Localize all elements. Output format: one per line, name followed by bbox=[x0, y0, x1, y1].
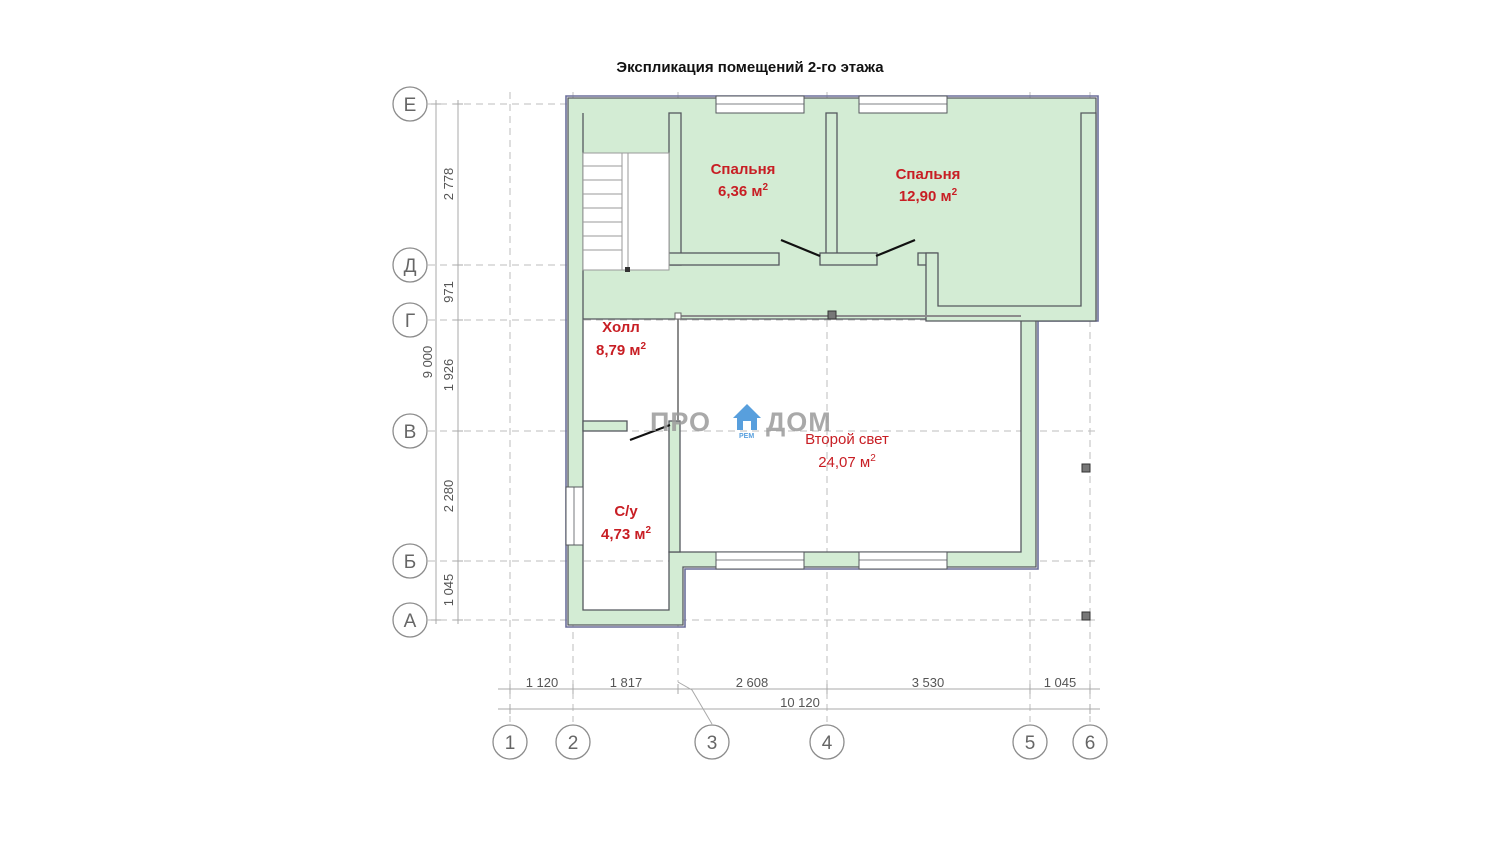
door bbox=[875, 238, 916, 258]
axis-marker-row: Е bbox=[392, 86, 428, 122]
axis-marker-row: Г bbox=[392, 302, 428, 338]
axis-marker-row: В bbox=[392, 413, 428, 449]
svg-text:6: 6 bbox=[1085, 733, 1096, 754]
horizontal-dimension: 1 045 bbox=[1044, 675, 1077, 690]
door bbox=[780, 238, 821, 258]
window bbox=[715, 95, 805, 114]
svg-text:5: 5 bbox=[1025, 733, 1036, 754]
svg-text:ПРО: ПРО bbox=[650, 407, 711, 437]
room-bathroom: С/у 4,73 м2 bbox=[601, 503, 651, 543]
svg-text:Е: Е bbox=[404, 95, 417, 116]
svg-text:12,90 м2: 12,90 м2 bbox=[899, 187, 958, 205]
vertical-dimension: 2 778 bbox=[441, 168, 456, 201]
vertical-dimension: 2 280 bbox=[441, 480, 456, 513]
room-labels: Спальня 6,36 м2 Спальня 12,90 м2 Холл 8,… bbox=[596, 161, 960, 543]
svg-text:ДОМ: ДОМ bbox=[766, 407, 832, 437]
axis-marker-column: 6 bbox=[1072, 724, 1108, 760]
svg-text:С/у: С/у bbox=[614, 503, 638, 520]
svg-text:Б: Б bbox=[404, 552, 416, 573]
axis-marker-row: Б bbox=[392, 543, 428, 579]
svg-text:Спальня: Спальня bbox=[711, 161, 776, 178]
window bbox=[858, 95, 948, 114]
column-markers bbox=[827, 310, 1091, 621]
door bbox=[629, 423, 671, 442]
vertical-dimension-lines bbox=[431, 100, 463, 624]
svg-text:6,36 м2: 6,36 м2 bbox=[718, 182, 768, 200]
axis-marker-column: 4 bbox=[809, 724, 845, 760]
column-axis-markers: 1 2 3 4 5 6 bbox=[492, 724, 1108, 760]
svg-text:РЕМ: РЕМ bbox=[739, 433, 754, 440]
horizontal-dimension: 3 530 bbox=[912, 675, 945, 690]
plan-title: Экспликация помещений 2-го этажа bbox=[616, 59, 884, 76]
room-bedroom-small: Спальня 6,36 м2 bbox=[711, 161, 776, 200]
axis-marker-column: 1 bbox=[492, 724, 528, 760]
svg-text:Д: Д bbox=[404, 256, 417, 277]
room-hall: Холл 8,79 м2 bbox=[596, 319, 646, 359]
svg-text:4: 4 bbox=[822, 733, 833, 754]
vertical-dimensions: 9 000 2 778 971 1 926 2 280 1 045 bbox=[420, 168, 456, 607]
svg-text:Холл: Холл bbox=[602, 319, 640, 336]
window bbox=[715, 551, 805, 570]
house-icon bbox=[733, 404, 761, 430]
horizontal-dimension-lines bbox=[498, 684, 1100, 714]
horizontal-dimension: 2 608 bbox=[736, 675, 769, 690]
svg-text:24,07 м2: 24,07 м2 bbox=[818, 453, 876, 471]
svg-text:А: А bbox=[404, 611, 417, 632]
svg-text:2: 2 bbox=[568, 733, 579, 754]
svg-text:8,79 м2: 8,79 м2 bbox=[596, 341, 646, 359]
axis-marker-column: 2 bbox=[555, 724, 591, 760]
axis-marker-column: 3 bbox=[694, 724, 730, 760]
horizontal-total-dimension: 10 120 bbox=[780, 695, 820, 710]
room-bedroom-large: Спальня 12,90 м2 bbox=[896, 166, 961, 205]
horizontal-dimension: 1 120 bbox=[526, 675, 559, 690]
svg-text:В: В bbox=[404, 422, 417, 443]
vertical-dimension: 971 bbox=[441, 281, 456, 303]
svg-text:Г: Г bbox=[405, 311, 415, 332]
window bbox=[858, 551, 948, 570]
axis-marker-column: 5 bbox=[1012, 724, 1048, 760]
svg-text:Спальня: Спальня bbox=[896, 166, 961, 183]
staircase bbox=[582, 152, 670, 272]
doors bbox=[629, 238, 916, 442]
axis-marker-row: Д bbox=[392, 247, 428, 283]
window bbox=[565, 486, 584, 546]
interior-walls bbox=[582, 112, 1097, 553]
svg-text:1: 1 bbox=[505, 733, 516, 754]
svg-text:4,73 м2: 4,73 м2 bbox=[601, 525, 651, 543]
axis-marker-row: А bbox=[392, 602, 428, 638]
svg-text:3: 3 bbox=[707, 733, 718, 754]
watermark-logo: ПРО РЕМ ДОМ bbox=[650, 404, 832, 440]
room-second-light: Второй свет 24,07 м2 bbox=[805, 431, 889, 471]
vertical-total-dimension: 9 000 bbox=[420, 346, 435, 379]
row-axis-markers: Е Д Г В Б А bbox=[392, 86, 428, 638]
horizontal-dimension: 1 817 bbox=[610, 675, 643, 690]
vertical-dimension: 1 045 bbox=[441, 574, 456, 607]
svg-text:Второй свет: Второй свет bbox=[805, 431, 889, 448]
windows bbox=[565, 95, 948, 570]
horizontal-dimensions: 1 120 1 817 2 608 3 530 1 045 10 120 bbox=[526, 675, 1077, 710]
vertical-dimension: 1 926 bbox=[441, 359, 456, 392]
